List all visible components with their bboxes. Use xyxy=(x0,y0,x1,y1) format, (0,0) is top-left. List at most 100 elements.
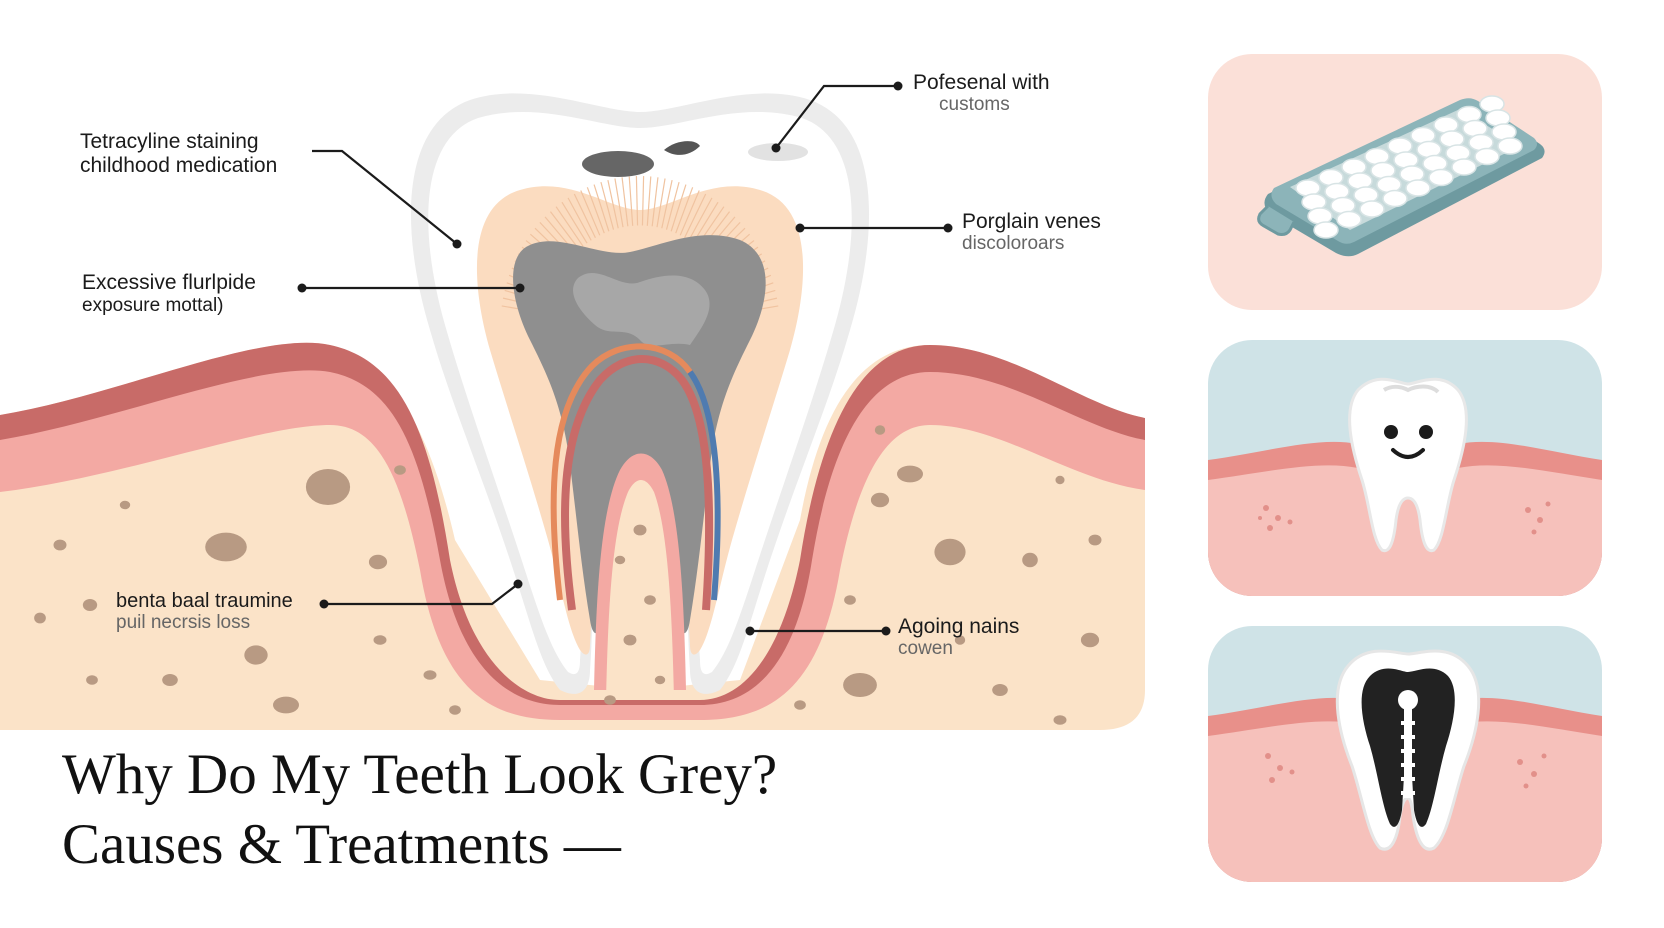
post-ring xyxy=(1401,791,1415,795)
bone-speckle xyxy=(1080,632,1100,648)
callout-trauma-line1: benta baal traumine xyxy=(116,590,293,612)
bone-speckle xyxy=(954,635,966,645)
nerve-orange xyxy=(550,343,693,601)
leader-tetracycline xyxy=(312,149,458,245)
gum-dot xyxy=(1269,777,1275,783)
bone-speckle xyxy=(53,539,67,551)
gum-dot xyxy=(1289,769,1295,775)
callout-fluoride-line1: Excessive flurlpide xyxy=(82,271,256,294)
dentin-tubule xyxy=(635,176,639,226)
healthy-tooth-panel xyxy=(1208,340,1602,596)
bone-speckle xyxy=(119,500,131,510)
callout-porcelain: Porglain venes discoloroars xyxy=(962,210,1101,255)
gum-texture xyxy=(1265,753,1547,789)
tooth-cross-section-diagram xyxy=(0,81,1145,730)
bone-speckle xyxy=(305,469,351,505)
bone-speckle xyxy=(934,538,966,566)
callout-professional-line1: Pofesenal with xyxy=(913,71,1050,94)
dot-fluoride-end xyxy=(515,283,525,293)
tray-teeth xyxy=(1295,95,1523,239)
callout-professional-line2: customs xyxy=(939,94,1010,116)
dentin-tubule xyxy=(561,201,588,244)
grey-stained-pulp xyxy=(513,235,766,634)
root-canal-panel xyxy=(1208,626,1602,882)
bone-speckle xyxy=(644,595,656,605)
bone-speckle xyxy=(273,696,299,714)
callout-porcelain-line1: Porglain venes xyxy=(962,210,1101,233)
inner-bone xyxy=(606,480,674,700)
post-ring xyxy=(1401,749,1415,753)
bone-speckle xyxy=(897,465,923,483)
bone-speckle xyxy=(1022,552,1038,568)
gum-band xyxy=(0,370,1145,720)
dentin-tubule xyxy=(580,190,601,236)
dentin-tubule xyxy=(567,197,592,241)
page-title-line1: Why Do My Teeth Look Grey? xyxy=(62,743,778,806)
bone-speckle xyxy=(604,695,616,705)
gum-front xyxy=(1208,465,1602,596)
crown-groove-right xyxy=(664,141,700,155)
dentin-tubule xyxy=(651,177,659,227)
dentin-tubule xyxy=(670,184,687,232)
gum-dot xyxy=(1537,517,1543,523)
dentin-tubule xyxy=(549,211,580,251)
leader-trauma xyxy=(324,583,519,606)
whitening-tray-panel xyxy=(1208,54,1602,310)
canal-post-head xyxy=(1398,690,1418,710)
dentin-tubule xyxy=(684,193,707,238)
gum-texture xyxy=(1258,501,1551,535)
whitening-tray-icon xyxy=(1257,95,1545,257)
dot-trauma-end xyxy=(513,579,523,589)
post-ring xyxy=(1401,735,1415,739)
page-title: Why Do My Teeth Look Grey? Causes & Trea… xyxy=(62,740,777,880)
tray-tooth xyxy=(1382,189,1408,208)
callout-ageing: Agoing nains cowen xyxy=(898,615,1019,660)
bone-speckle xyxy=(368,554,388,570)
dot-ageing xyxy=(745,626,755,636)
callout-ageing-line1: Agoing nains xyxy=(898,615,1020,638)
bone-speckle xyxy=(244,645,268,665)
tray-tooth xyxy=(1313,221,1339,239)
dot-ageing-end xyxy=(881,626,891,636)
dentin-tubule xyxy=(688,197,713,241)
bone-speckle xyxy=(449,705,461,715)
callout-fluoride-line2: exposure mottal) xyxy=(82,295,224,317)
crown-groove-left xyxy=(582,151,654,177)
dot-tetracycline xyxy=(452,239,462,249)
bone-speckle xyxy=(423,670,437,680)
leader-professional xyxy=(775,84,898,149)
bone-speckle xyxy=(1053,715,1067,725)
callout-tetracycline-line1: Tetracyline staining xyxy=(80,130,259,153)
dot-fluoride xyxy=(297,283,307,293)
post-ring xyxy=(1401,777,1415,781)
dot-porcelain-end xyxy=(943,223,953,233)
smiling-tooth-icon xyxy=(1348,377,1468,553)
bone-speckle xyxy=(614,555,626,565)
smile xyxy=(1391,448,1425,459)
dot-professional-end xyxy=(893,81,903,91)
gum-dot xyxy=(1541,753,1547,759)
bone-speckle xyxy=(34,612,46,624)
gum-dot xyxy=(1525,507,1531,513)
tray-tooth xyxy=(1405,179,1431,197)
post-ring xyxy=(1401,763,1415,767)
bone-speckle xyxy=(86,675,98,685)
post-ring xyxy=(1401,721,1415,725)
tray-tooth xyxy=(1428,168,1454,187)
gum-dot xyxy=(1267,525,1273,531)
gum-dot xyxy=(1277,765,1283,771)
dentin-tubule xyxy=(573,193,596,238)
dentin-tubule xyxy=(555,206,584,247)
left-eye xyxy=(1384,425,1398,439)
bone-speckle xyxy=(623,634,637,646)
dentin-tubule xyxy=(600,181,615,230)
gum-dot xyxy=(1523,783,1529,789)
bone-speckle xyxy=(992,684,1008,696)
bone-speckle xyxy=(394,465,406,475)
dentin-tubule xyxy=(593,184,610,232)
gum-dot xyxy=(1545,501,1551,507)
callout-tetracycline: Tetracyline staining childhood medicatio… xyxy=(80,130,277,178)
bone-speckle xyxy=(794,700,806,710)
dentin-tubule xyxy=(665,181,680,230)
